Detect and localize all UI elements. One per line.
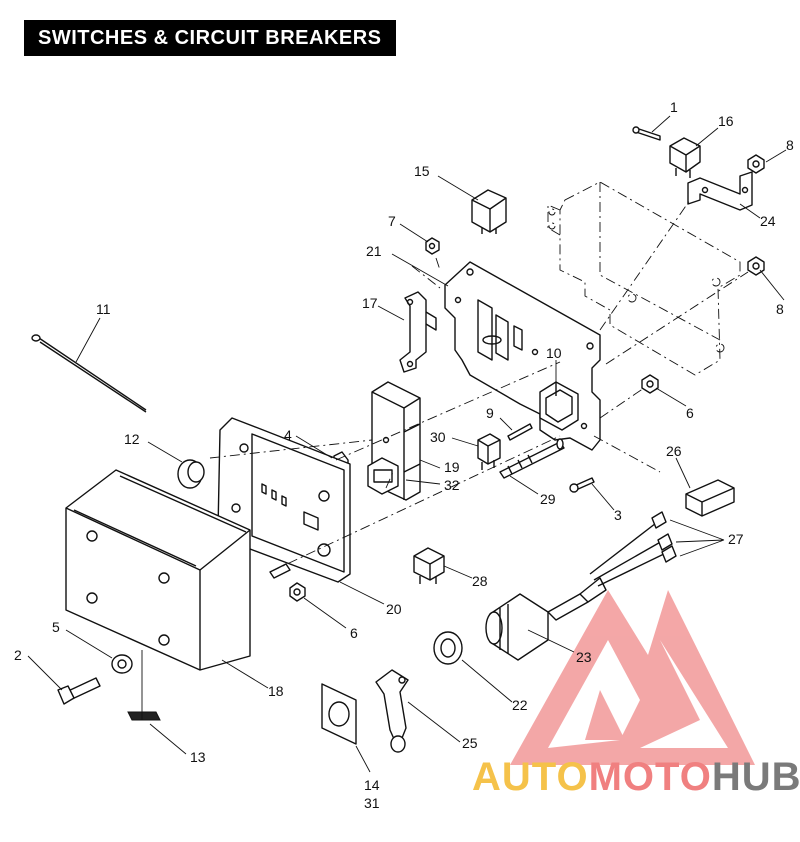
svg-text:AUTOMOTOHUB: AUTOMOTOHUB	[472, 755, 800, 799]
callout-8-upper: 8	[786, 137, 794, 153]
callout-7: 7	[388, 213, 396, 229]
callout-20: 20	[386, 601, 402, 617]
callout-6-upper: 6	[686, 405, 694, 421]
callout-19: 19	[444, 459, 460, 475]
part-6-nut-upper	[641, 374, 659, 394]
callout-22: 22	[512, 697, 528, 713]
callout-6-lower: 6	[350, 625, 358, 641]
callout-21: 21	[366, 243, 382, 259]
part-22-nut	[433, 631, 463, 665]
part-15-relay	[471, 189, 507, 234]
callout-8-lower: 8	[776, 301, 784, 317]
part-18-cover-box	[65, 469, 251, 671]
callout-11: 11	[96, 301, 111, 317]
part-11-cable-tie	[31, 334, 147, 413]
page-title: SWITCHES & CIRCUIT BREAKERS	[38, 26, 382, 49]
callout-12: 12	[124, 431, 140, 447]
part-21-mounting-plate	[444, 261, 601, 451]
part-3-screw	[569, 477, 595, 493]
part-28-fuse	[413, 547, 445, 584]
assembly-lines	[209, 199, 749, 573]
callout-17: 17	[362, 295, 378, 311]
part-stud-small	[269, 563, 291, 579]
callout-4: 4	[284, 427, 292, 443]
title-banner: SWITCHES & CIRCUIT BREAKERS	[24, 20, 396, 56]
part-8-nut-upper	[747, 154, 765, 174]
callout-30: 30	[430, 429, 446, 445]
callout-31: 31	[364, 795, 380, 811]
callout-16: 16	[718, 113, 734, 129]
callout-14: 14	[364, 777, 380, 793]
callout-9: 9	[486, 405, 494, 421]
callout-15: 15	[414, 163, 430, 179]
watermark-logo	[510, 590, 755, 765]
part-29-stud	[499, 438, 565, 479]
part-20-panel	[217, 417, 351, 583]
part-30-mini-relay	[477, 433, 501, 470]
part-19-circuit-breaker	[367, 381, 421, 501]
callout-24: 24	[760, 213, 776, 229]
callout-10: 10	[546, 345, 562, 361]
watermark-part3: HUB	[712, 755, 800, 799]
callout-25: 25	[462, 735, 478, 751]
part-5-washer	[111, 654, 133, 674]
callout-3: 3	[614, 507, 622, 523]
part-24-bracket	[687, 171, 753, 211]
part-27-terminals	[589, 511, 677, 587]
callout-32: 32	[444, 477, 460, 493]
callout-5: 5	[52, 619, 60, 635]
part-12-grommet	[177, 459, 205, 489]
part-1-screw	[632, 126, 661, 141]
part-9-pin	[507, 423, 533, 441]
part-2-bolt	[57, 677, 101, 705]
callout-1: 1	[670, 99, 678, 115]
part-7-nut	[425, 237, 440, 255]
watermark-text: AUTOMOTOHUB	[472, 755, 800, 799]
callout-18: 18	[268, 683, 284, 699]
callout-23: 23	[576, 649, 592, 665]
part-14-gasket	[321, 683, 357, 745]
leader-lines	[27, 115, 787, 773]
part-13-label	[127, 711, 161, 721]
callout-labels: 1 16 8 15 24 7 21 8 17 11 10 6 9 4 12 30…	[14, 99, 794, 811]
callout-13: 13	[190, 749, 206, 765]
watermark-part1: AUTO	[472, 755, 589, 799]
part-25-clamp	[375, 669, 409, 753]
part-26-connector	[685, 479, 735, 517]
callout-26: 26	[666, 443, 682, 459]
part-6-nut-lower	[289, 582, 306, 602]
part-17-clip	[399, 291, 437, 373]
part-16-small-relay	[669, 137, 701, 178]
callout-29: 29	[540, 491, 556, 507]
watermark-part2: MOTO	[589, 755, 712, 799]
callout-27: 27	[728, 531, 744, 547]
callout-28: 28	[472, 573, 488, 589]
rear-mounting-bracket	[547, 181, 741, 376]
part-23-pressure-switch	[485, 577, 607, 661]
callout-2: 2	[14, 647, 22, 663]
